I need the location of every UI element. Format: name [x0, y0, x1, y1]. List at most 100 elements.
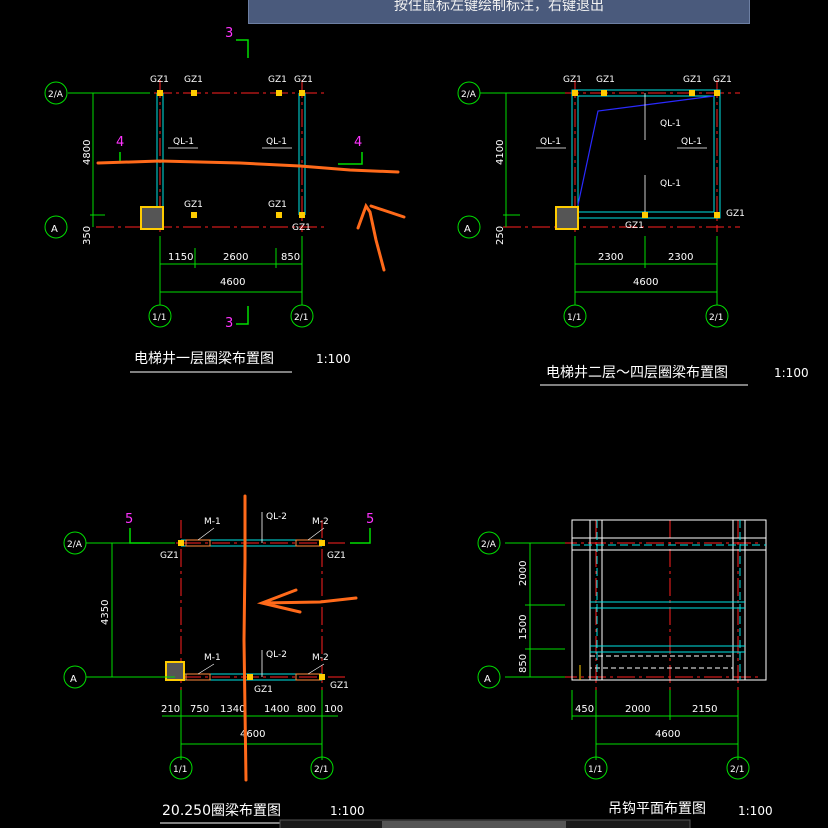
- column-label: GZ1: [150, 75, 169, 85]
- column-gz1: [642, 212, 648, 218]
- dim-bottom-6: 100: [324, 704, 343, 715]
- column-label: GZ1: [713, 75, 732, 85]
- column-gz1: [276, 212, 282, 218]
- beam-label: QL-2: [266, 650, 287, 660]
- axis-bubble-a: [44, 215, 68, 239]
- axis-label: 2/1: [709, 313, 723, 323]
- beam-label: QL-1: [266, 137, 287, 147]
- dim-left-2: 250: [495, 226, 506, 245]
- column-gz1: [157, 90, 163, 96]
- status-bar-field: [382, 821, 566, 828]
- axis-label: A: [484, 674, 491, 685]
- door-label: M-2: [312, 653, 329, 663]
- dim-bottom-2: 750: [190, 704, 209, 715]
- column-gz1: [714, 90, 720, 96]
- door-label: M-2: [312, 517, 329, 527]
- beam-label: QL-1: [540, 137, 561, 147]
- dim-total: 4600: [655, 729, 680, 740]
- plan-scale: 1:100: [330, 804, 365, 818]
- column-label: GZ1: [292, 223, 311, 233]
- dim-left-1: 4350: [100, 600, 111, 625]
- section-label: 3: [225, 26, 233, 41]
- column-gz1: [191, 212, 197, 218]
- dim-left-1: 4100: [495, 140, 506, 165]
- column-gz1: [689, 90, 695, 96]
- elevator-pit-column: [140, 206, 164, 230]
- dim-bottom-2: 2600: [223, 252, 248, 263]
- dim-left-1: 4800: [82, 140, 93, 165]
- plan-1: GZ1 GZ1 GZ1 GZ1 GZ1 GZ1 GZ1 QL-1 QL-1 48…: [44, 26, 363, 373]
- plan-scale: 1:100: [316, 352, 351, 366]
- column-label: GZ1: [294, 75, 313, 85]
- axis-bubble-1-1: [148, 304, 172, 328]
- section-label: 3: [225, 316, 233, 331]
- elevator-pit-column: [555, 206, 579, 230]
- axis-bubble-2a: [44, 81, 68, 105]
- plan-4: 2000 1500 850 450 2000 2150 4600 2/A A 1…: [477, 519, 773, 818]
- column-label: GZ1: [268, 200, 287, 210]
- dim-total: 4600: [633, 277, 658, 288]
- column-gz1: [601, 90, 607, 96]
- column-gz1: [714, 212, 720, 218]
- blue-polyline: [577, 95, 715, 206]
- plan-title: 电梯井二层～四层圈梁布置图: [546, 365, 728, 381]
- plan-3: GZ1 GZ1 GZ1 GZ1 QL-2 QL-2 M-1 M-2 M-1 M-…: [63, 512, 374, 824]
- section-label: 5: [366, 512, 374, 527]
- axis-label: A: [464, 224, 471, 235]
- column-gz1: [319, 674, 325, 680]
- beam-label: QL-1: [660, 179, 681, 189]
- column-gz1: [319, 540, 325, 546]
- dim-total: 4600: [240, 729, 265, 740]
- beam-label: QL-1: [681, 137, 702, 147]
- dim-left-2: 1500: [518, 615, 529, 640]
- elevator-pit-column: [165, 661, 185, 681]
- axis-label: 1/1: [152, 313, 166, 323]
- annotation-stroke: [96, 159, 400, 174]
- dim-bottom-4: 1400: [264, 704, 289, 715]
- dim-bottom-2: 2300: [668, 252, 693, 263]
- annotation-arrow-left: [256, 588, 358, 614]
- plan-scale: 1:100: [774, 366, 809, 380]
- axis-label: 1/1: [588, 765, 602, 775]
- annotation-arrow: [356, 202, 406, 272]
- beam-label: QL-1: [660, 119, 681, 129]
- command-tooltip: 按住鼠标左键绘制标注，右键退出: [248, 0, 750, 24]
- column-label: GZ1: [330, 681, 349, 691]
- column-label: GZ1: [184, 75, 203, 85]
- axis-label: 2/A: [67, 540, 83, 550]
- plan-title: 20.250圈梁布置图: [162, 803, 281, 819]
- dim-bottom-1: 450: [575, 704, 594, 715]
- axis-label: 2/1: [314, 765, 328, 775]
- markup-annotations[interactable]: [96, 159, 406, 782]
- section-label: 4: [354, 135, 362, 150]
- axis-label: 2/A: [481, 540, 497, 550]
- section-label: 4: [116, 135, 124, 150]
- beam-label: QL-2: [266, 512, 287, 522]
- section-label: 5: [125, 512, 133, 527]
- column-gz1: [572, 90, 578, 96]
- column-label: GZ1: [726, 209, 745, 219]
- dim-bottom-1: 2300: [598, 252, 623, 263]
- dim-bottom-3: 850: [281, 252, 300, 263]
- column-label: GZ1: [268, 75, 287, 85]
- dim-bottom-1: 210: [161, 704, 180, 715]
- dim-left-3: 850: [518, 654, 529, 673]
- axis-label: A: [51, 224, 58, 235]
- column-label: GZ1: [683, 75, 702, 85]
- axis-bubble-2-1: [290, 304, 314, 328]
- plan-2: GZ1 GZ1 GZ1 GZ1 GZ1 GZ1 QL-1 QL-1 QL-1 Q…: [457, 75, 809, 386]
- column-label: GZ1: [184, 200, 203, 210]
- door-label: M-1: [204, 517, 221, 527]
- annotation-vertical-line: [242, 494, 248, 782]
- axis-label: 1/1: [567, 313, 581, 323]
- dim-bottom-3: 1340: [220, 704, 245, 715]
- dim-left-1: 2000: [518, 561, 529, 586]
- plan-title: 电梯井一层圈梁布置图: [134, 351, 274, 367]
- axis-label: 2/1: [294, 313, 308, 323]
- axis-label: 2/1: [730, 765, 744, 775]
- column-gz1: [178, 540, 184, 546]
- axis-label: 2/A: [48, 90, 64, 100]
- dim-left-2: 350: [82, 226, 93, 245]
- dim-bottom-1: 1150: [168, 252, 193, 263]
